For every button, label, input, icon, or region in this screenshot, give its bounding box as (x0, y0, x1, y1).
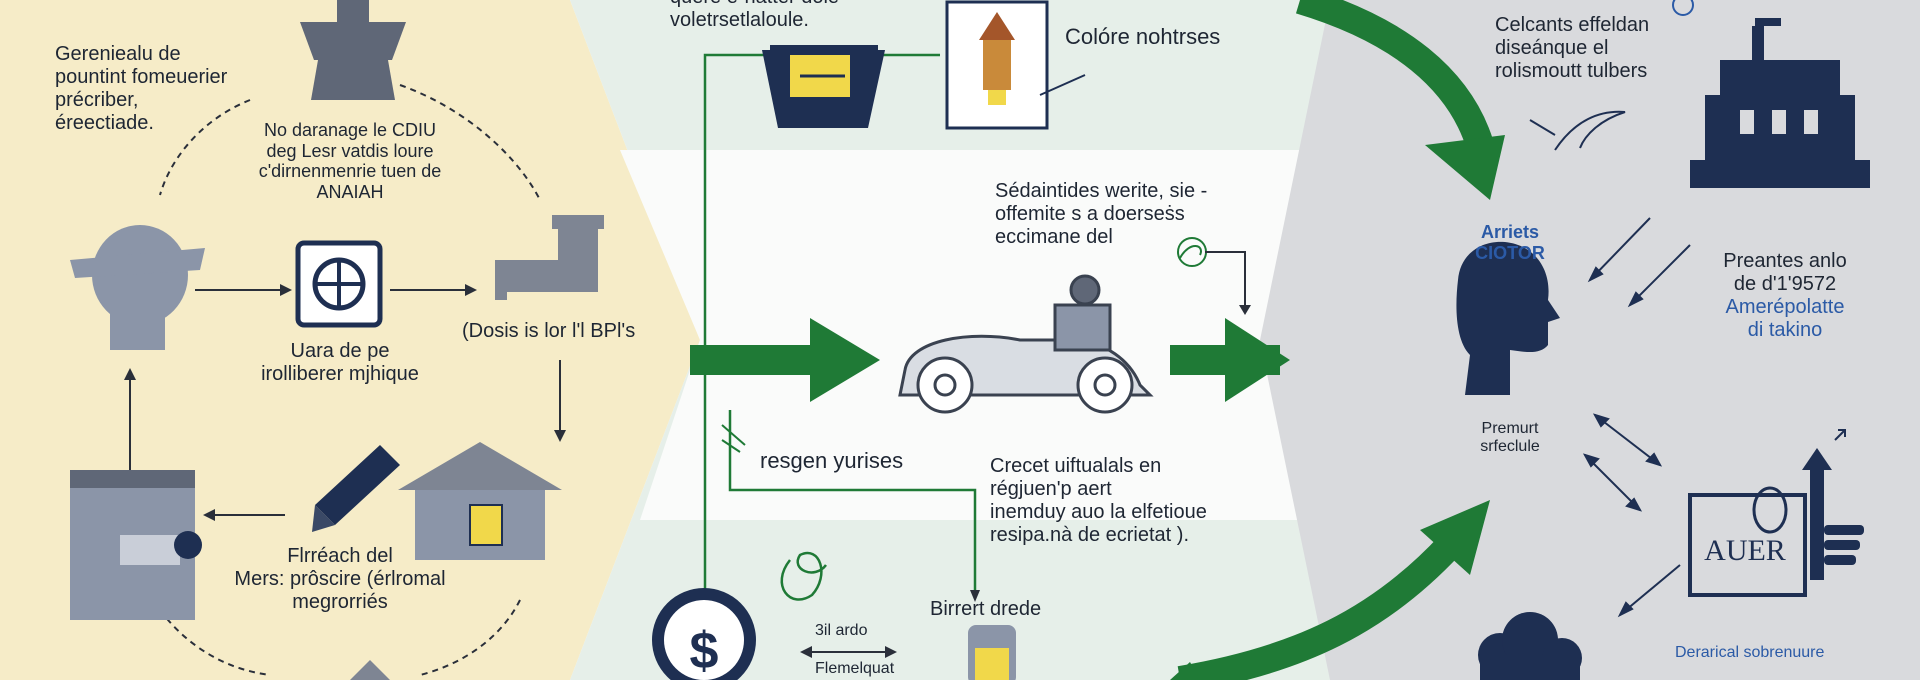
vintage-car-icon (898, 274, 1154, 414)
crect-caption-line: régjuen'p aert (990, 478, 1112, 500)
thumbs-up-icon (1688, 448, 1864, 597)
green-arrow-left (690, 318, 880, 402)
arrowhead (800, 646, 812, 658)
bottle-icon (968, 625, 1016, 680)
right-caption-line: rolismoutt tulbers (1495, 60, 1648, 82)
car-caption: Sédaintides werite, sie - offemite s a d… (995, 180, 1207, 249)
crect-caption-line: resipa.nà de ecrietat ). (990, 524, 1189, 546)
car-caption-line: Sédaintides werite, sie - (995, 180, 1208, 202)
right-caption-line: Celcants effeldan (1495, 14, 1650, 36)
building-icon (70, 470, 202, 620)
double-arrows (1582, 217, 1691, 618)
color-label: Colóre nohtrses (1065, 24, 1221, 49)
globe-icon (1672, 0, 1694, 16)
head-title-line: CIOTOR (1475, 242, 1545, 263)
clock-icon (295, 240, 383, 328)
top-caption: quere e-natter dole voletrsetlaloule. (670, 0, 839, 32)
castle-icon (1690, 18, 1870, 188)
right-top-caption: Celcants effeldan diseánque el rolismout… (1495, 14, 1649, 83)
check-icon (721, 424, 746, 453)
lantern-icon (945, 0, 1049, 130)
bottom-caption: Birrert drede (930, 598, 1042, 620)
pencil-icon (312, 445, 400, 532)
small-green-arrow (1170, 662, 1200, 680)
curved-arrowhead-bottom (1420, 500, 1490, 575)
crect-caption-line: inemduy auo la elfetioue (990, 501, 1207, 523)
bottom-label-line: Mers: prôscire (érlromal (234, 568, 446, 590)
bottom-label-line: megrorriés (292, 591, 388, 613)
money-label: 3il ardo (815, 622, 868, 639)
arrowhead (280, 284, 292, 296)
right-bottom-caption: Derarical sobrenuure (1675, 644, 1825, 661)
head-caption-line: Premurt (1481, 420, 1539, 437)
side-caption-blue-line: di takino (1747, 319, 1823, 341)
knot-icon (780, 551, 828, 601)
side-caption-line: de d'1'9572 (1733, 273, 1837, 295)
cycle-note: No daranage le CDIU deg Lesr vatdis lour… (245, 120, 455, 203)
top-caption-line: quere e-natter dole (670, 0, 839, 9)
center-label: Uara de pe irolliberer mjhique (225, 340, 455, 386)
cycle-note-line: c'dirnenmenrie tuen de (258, 161, 442, 182)
money-sub: Flemelquat (815, 660, 895, 677)
head-caption-line: srfeclule (1480, 438, 1540, 456)
bottom-label-line: Flrréach del (287, 545, 393, 567)
regen-label: resgen yurises (760, 448, 904, 473)
cycle-note-line: No daranage le CDIU (263, 120, 437, 140)
green-arrow-right (1170, 318, 1290, 402)
castle-windows (1740, 110, 1818, 134)
arrowhead (970, 590, 980, 602)
arrowhead (554, 430, 566, 442)
person-head-icon (1456, 241, 1560, 395)
crect-caption-line: Crecet uiftualals en (990, 455, 1162, 477)
intro-line: éreectiade. (55, 112, 154, 134)
small-arrow-icon (1834, 429, 1846, 441)
intro-line: pountint fomeuerier (55, 66, 228, 88)
pipe-icon (495, 215, 604, 300)
intro-text: Gereniealu de pountint fomeuerier précri… (55, 43, 227, 135)
center-label-line: irolliberer mjhique (261, 363, 419, 385)
cycle-note-line: deg Lesr vatdis loure (266, 140, 434, 161)
house-icon (398, 442, 562, 560)
arrow-icon (1529, 119, 1556, 136)
cycle-note-line: ANAIAH (316, 182, 384, 203)
car-caption-line: offemite s a doerseṡs (995, 203, 1185, 225)
center-label-line: Uara de pe (290, 340, 390, 362)
bin-icon (762, 45, 885, 128)
pointer-line (1039, 74, 1086, 96)
dollar-icon (652, 588, 756, 680)
dollar-symbol: $ (690, 622, 719, 680)
arrowhead (124, 368, 136, 380)
head-icon (70, 225, 205, 350)
arrowhead (885, 646, 897, 658)
curved-arrow-bottom (1177, 535, 1461, 680)
swoosh-icon (1554, 110, 1626, 151)
head-title-line: Arriets (1480, 222, 1540, 242)
intro-line: précriber, (55, 89, 139, 111)
arrowhead (1239, 305, 1251, 315)
side-caption-blue-line: Amerépolatte (1725, 296, 1845, 318)
box-label: AUER (1704, 534, 1786, 567)
head-title: Arriets CIOTOR (1455, 222, 1565, 263)
right-label: (Dosis is lor l'l BPl's (462, 320, 636, 342)
intro-line: Gereniealu de (55, 43, 181, 65)
side-caption-line: Preantes anlo (1723, 250, 1847, 272)
top-caption-line: voletrsetlaloule. (670, 9, 809, 31)
bottom-label: Flrréach del Mers: prôscire (érlromal me… (225, 545, 455, 614)
right-caption-line: diseánque el (1495, 37, 1609, 59)
crect-caption: Crecet uiftualals en régjuen'p aert inem… (990, 455, 1207, 547)
small-house-icon (350, 660, 390, 680)
arrowhead (465, 284, 477, 296)
cycle-loop (159, 84, 541, 676)
side-caption: Preantes anlo de d'1'9572 Amerépolatte d… (1690, 250, 1880, 342)
curved-arrowhead-top (1425, 135, 1505, 200)
curved-arrow-top (1295, 0, 1494, 150)
head-caption: Premurt srfeclule (1455, 420, 1565, 457)
car-caption-line: eccimane del (995, 226, 1113, 248)
cloud-icon (1478, 612, 1582, 680)
arrowhead (203, 509, 215, 521)
pylon-icon (300, 0, 406, 100)
connector-line (1205, 251, 1246, 305)
